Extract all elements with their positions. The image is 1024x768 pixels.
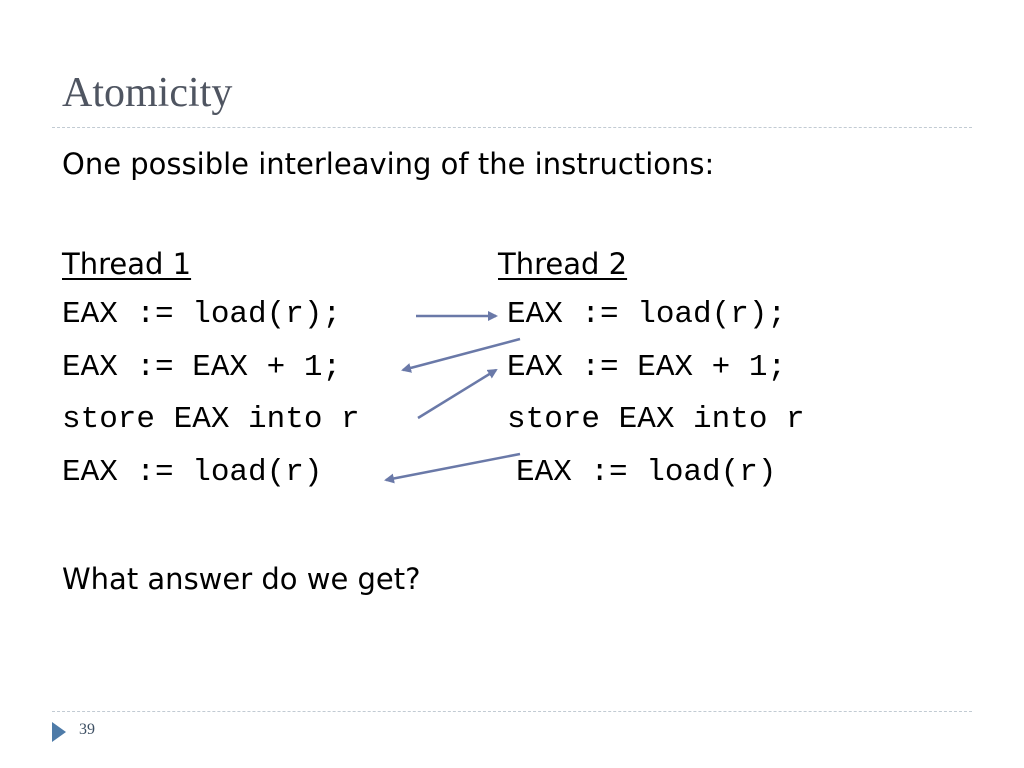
thread1-heading: Thread 1 bbox=[62, 247, 192, 281]
question-text: What answer do we get? bbox=[62, 562, 421, 596]
thread1-line-2: EAX := EAX + 1; bbox=[62, 350, 342, 385]
title-divider bbox=[52, 127, 972, 128]
play-triangle-icon bbox=[52, 722, 66, 742]
thread2-line-4: EAX := load(r) bbox=[516, 455, 777, 490]
arrow-t2-load-to-t1-add bbox=[401, 337, 521, 373]
thread1-line-4: EAX := load(r) bbox=[62, 455, 323, 490]
intro-text: One possible interleaving of the instruc… bbox=[62, 147, 715, 181]
thread2-line-2: EAX := EAX + 1; bbox=[507, 350, 787, 385]
thread1-line-1: EAX := load(r); bbox=[62, 297, 342, 332]
thread2-line-1: EAX := load(r); bbox=[507, 297, 787, 332]
thread2-line-3: store EAX into r bbox=[507, 402, 805, 437]
arrow-t1-store-to-t2-add bbox=[417, 368, 498, 420]
arrow-t2-store-to-t1-load bbox=[384, 452, 521, 484]
thread1-line-3: store EAX into r bbox=[62, 402, 360, 437]
footer-divider bbox=[52, 711, 972, 712]
page-number: 39 bbox=[79, 721, 95, 738]
thread2-heading: Thread 2 bbox=[498, 247, 628, 281]
slide-title: Atomicity bbox=[62, 70, 233, 116]
